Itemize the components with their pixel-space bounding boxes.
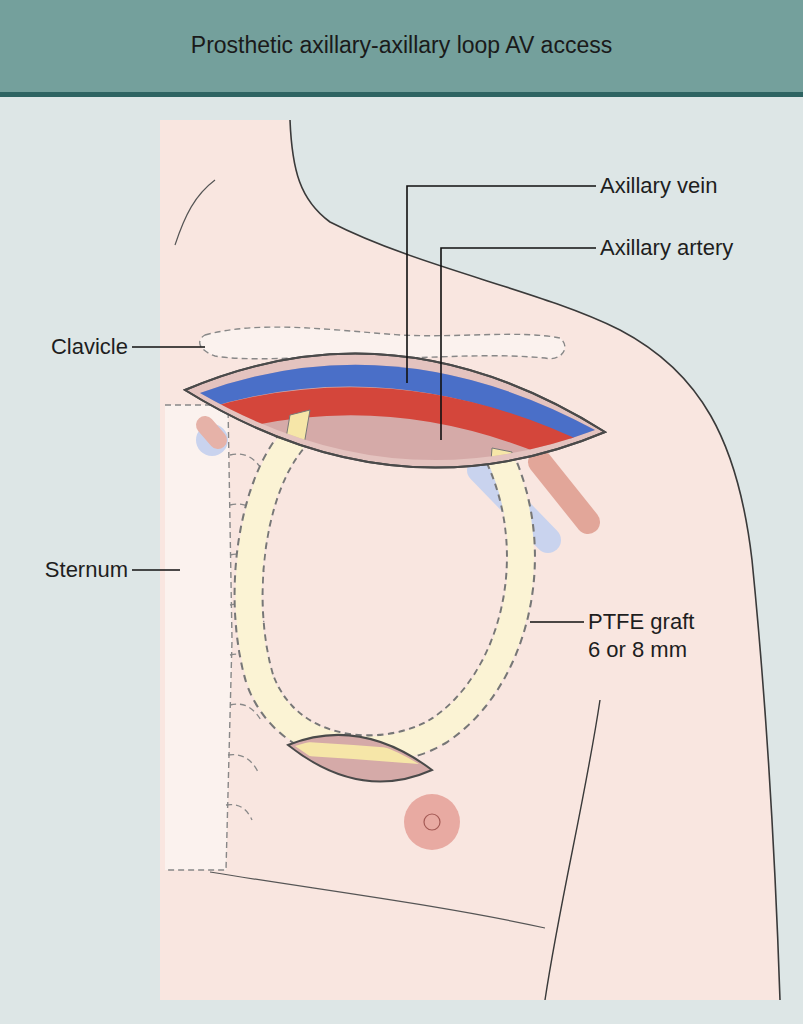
- artery-end: [205, 425, 218, 440]
- part-label: Axillary vein: [600, 172, 790, 200]
- lower-incision: [288, 735, 432, 782]
- title-band: [0, 0, 803, 92]
- chest-line: [210, 872, 545, 928]
- incision-edge: [185, 354, 605, 468]
- title-rule: [0, 92, 803, 97]
- part-label: PTFE graft 6 or 8 mm: [588, 608, 700, 664]
- nipple: [424, 814, 440, 830]
- graft-tunnel: [290, 748, 430, 758]
- axillary-artery: [200, 401, 600, 466]
- sternum-outline: [165, 405, 232, 870]
- nipple: [404, 794, 460, 850]
- leader-lines: [132, 186, 596, 622]
- neck-line: [175, 180, 215, 245]
- part-label: Clavicle: [10, 333, 128, 361]
- part-label: Sternum: [10, 556, 128, 584]
- part-label: Axillary artery: [600, 234, 800, 262]
- arm-outline: [545, 700, 600, 1000]
- ptfe-graft-edge: [249, 432, 521, 749]
- vein-end: [196, 424, 228, 456]
- ptfe-graft: [249, 432, 521, 749]
- artery-end: [540, 462, 588, 522]
- title: Prosthetic axillary-axillary loop AV acc…: [0, 32, 803, 59]
